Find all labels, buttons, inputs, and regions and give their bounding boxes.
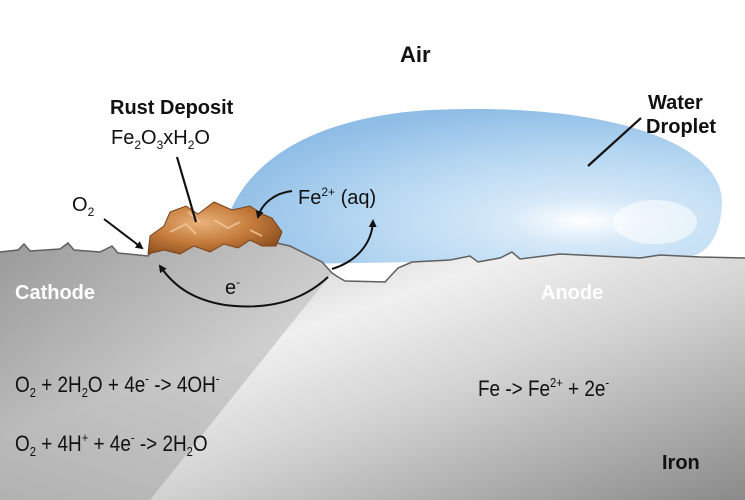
water-droplet-line2: Droplet (646, 116, 716, 138)
fe-ion-label: Fe2+ (aq) (298, 185, 377, 209)
water-droplet (221, 108, 723, 265)
rust-deposit-label: Rust Deposit (110, 97, 234, 119)
anode-label: Anode (541, 282, 604, 304)
fe-ion-arrow (255, 190, 293, 219)
electron-arrow (158, 264, 329, 308)
cathode-label: Cathode (15, 282, 95, 304)
electron-label: e- (225, 275, 241, 299)
rust-texture (169, 211, 263, 237)
oxygen-label: O2 (72, 194, 95, 219)
anode-reaction: Fe -> Fe2+ + 2e- (478, 375, 610, 401)
cathode-reaction-2: O2 + 4H+ + 4e- -> 2H2O (15, 430, 208, 459)
iron-label: Iron (662, 452, 700, 474)
iron-left-shade (0, 236, 332, 500)
cathode-reaction-1: O2 + 2H2O + 4e- -> 4OH- (15, 371, 220, 400)
rust-deposit-pointer (175, 156, 198, 223)
water-droplet-line1: Water (648, 92, 703, 114)
anode-ion-arrow (331, 219, 377, 270)
oxygen-arrow (103, 218, 144, 250)
water-droplet-label: Water Droplet (646, 91, 716, 139)
droplet-highlight (613, 200, 697, 244)
rust-deposit (147, 201, 283, 255)
water-droplet-pointer (587, 117, 642, 167)
air-label: Air (400, 42, 431, 67)
surface-edge (0, 235, 745, 283)
rust-formula: Fe2O3xH2O (111, 127, 210, 152)
